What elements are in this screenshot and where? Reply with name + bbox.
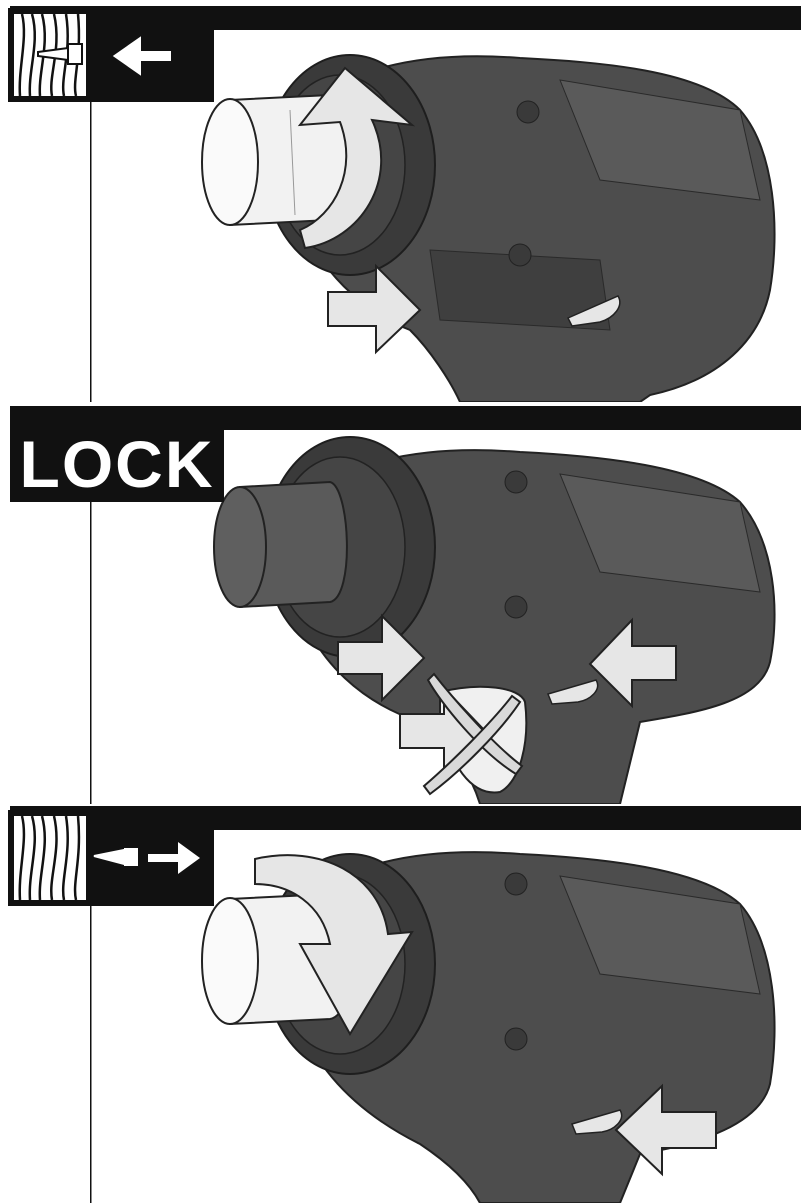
hex-bit [214, 482, 347, 607]
panel-lock: LOCK [0, 402, 801, 804]
panel-tighten [0, 0, 801, 402]
panel-loosen [0, 804, 801, 1203]
loosen-icon-box [8, 810, 214, 906]
impact-driver-body [265, 437, 775, 804]
left-rule [90, 904, 92, 1203]
left-rule [90, 502, 92, 804]
screw-into-wood-left-arrow-icon [8, 8, 214, 102]
lock-label: LOCK [10, 426, 224, 502]
screw-out-of-wood-right-arrow-icon [8, 810, 214, 906]
tighten-icon-box [8, 8, 214, 102]
